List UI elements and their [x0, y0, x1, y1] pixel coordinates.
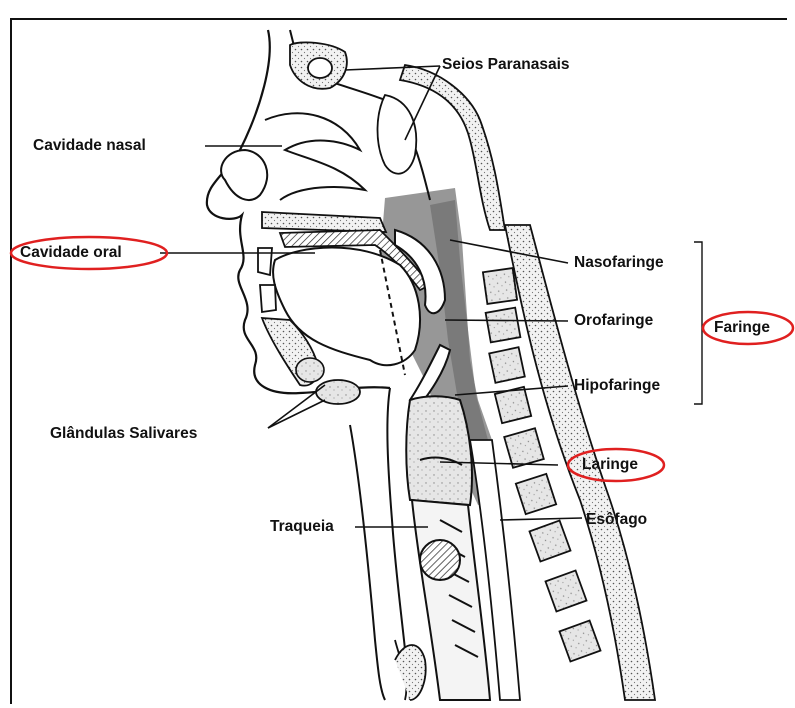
label-glandulas-salivares: Glândulas Salivares: [50, 426, 197, 442]
hard-palate: [262, 212, 386, 232]
paranasal-sinus-sphenoid: [378, 95, 417, 174]
lower-teeth: [260, 285, 276, 312]
label-traqueia: Traqueia: [270, 519, 334, 535]
label-cavidade-nasal: Cavidade nasal: [33, 138, 146, 154]
label-nasofaringe: Nasofaringe: [574, 255, 664, 271]
label-esofago: Esôfago: [586, 512, 647, 528]
nose-cartilage: [221, 150, 267, 200]
faringe-bracket: [694, 242, 702, 404]
label-orofaringe: Orofaringe: [574, 313, 653, 329]
label-seios-paranasais: Seios Paranasais: [442, 57, 570, 73]
salivary-gland-sublingual: [296, 358, 324, 382]
label-cavidade-oral: Cavidade oral: [20, 245, 122, 261]
label-laringe: Laringe: [582, 457, 638, 473]
neck-skin-line: [350, 425, 385, 700]
paranasal-sinus-cell: [308, 58, 332, 78]
label-faringe: Faringe: [714, 320, 770, 336]
upper-teeth: [258, 248, 272, 275]
label-hipofaringe: Hipofaringe: [574, 378, 660, 394]
clavicle: [395, 645, 426, 700]
nasal-turbinates: [265, 113, 365, 200]
larynx: [406, 396, 472, 505]
thyroid-gland: [420, 540, 460, 580]
